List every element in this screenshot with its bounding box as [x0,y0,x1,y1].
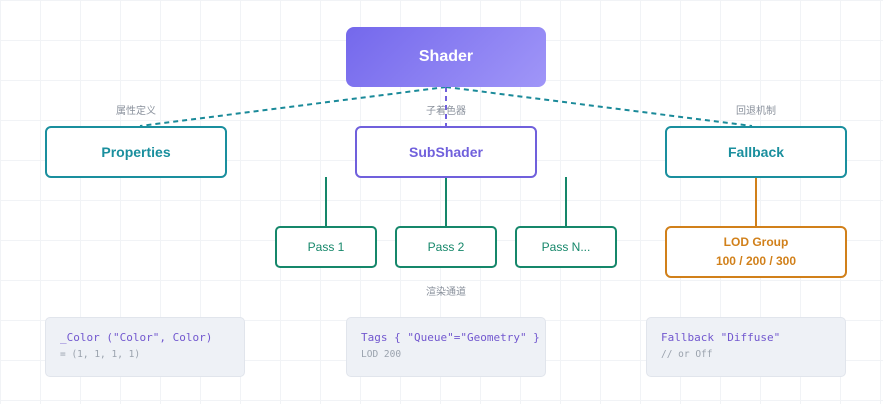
pass-n-label: Pass N... [541,240,591,254]
shader-label: Shader [418,48,474,65]
pass-1-label: Pass 1 [307,240,345,254]
passes-caption: 渲染通道 [426,287,466,298]
connector-shader-properties [139,86,447,127]
subshader-node-label: SubShader [409,144,483,160]
subshader-code-line-2: LOD 200 [361,349,402,360]
fallback-code-box: Fallback "Diffuse" // or Off [646,317,846,377]
properties-node: Properties [45,126,227,178]
properties-code-line-1: _Color ("Color", Color) [60,331,213,344]
fallback-code-line-1: Fallback "Diffuse" [661,331,781,344]
shader-node: Shader [346,27,546,87]
pass-1-node: Pass 1 [275,226,377,268]
connector-shader-fallback [445,86,753,127]
pass-2-node: Pass 2 [395,226,497,268]
pass-2-label: Pass 2 [427,240,465,254]
lod-group-title: LOD Group [723,235,789,249]
fallback-node-label: Fallback [727,144,785,160]
lod-group-node: LOD Group 100 / 200 / 300 [665,226,847,278]
subshader-node: SubShader [355,126,537,178]
properties-caption: 属性定义 [116,106,156,117]
subshader-code-box: Tags { "Queue"="Geometry" } LOD 200 [346,317,546,377]
fallback-caption: 回退机制 [736,106,776,117]
lod-group-values: 100 / 200 / 300 [715,254,797,268]
fallback-code-line-2: // or Off [661,349,713,360]
properties-code-line-2: = (1, 1, 1, 1) [60,349,141,360]
subshader-code-line-1: Tags { "Queue"="Geometry" } [361,331,540,344]
properties-code-box: _Color ("Color", Color) = (1, 1, 1, 1) [45,317,245,377]
subshader-caption: 子着色器 [426,106,466,117]
pass-n-node: Pass N... [515,226,617,268]
properties-node-label: Properties [101,144,171,160]
fallback-node: Fallback [665,126,847,178]
